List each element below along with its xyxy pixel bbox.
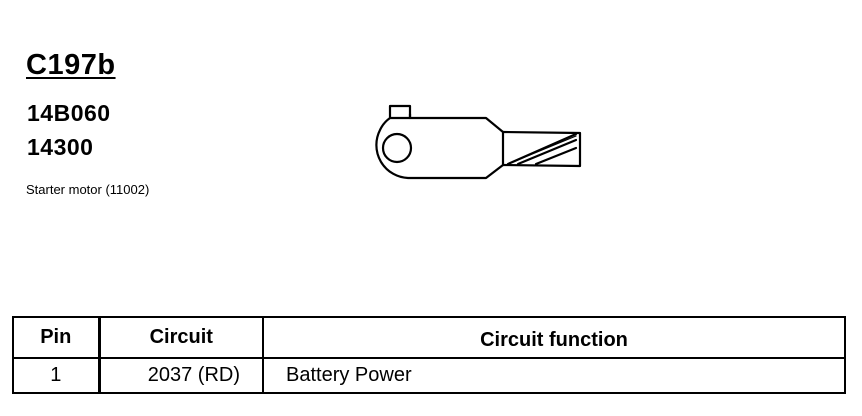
- connector-description: Starter motor (11002): [26, 182, 150, 197]
- table-header-row: Pin Circuit Circuit function: [12, 317, 846, 359]
- table-row: 1 2037 (RD) Battery Power: [12, 358, 846, 393]
- connector-id: C197b: [26, 49, 116, 81]
- cell-circuit: 2037 (RD): [98, 358, 264, 393]
- ring-terminal-icon: [375, 104, 582, 180]
- part-number-2: 14300: [27, 134, 94, 160]
- column-header-pin: Pin: [12, 317, 101, 359]
- column-header-circuit: Circuit: [98, 317, 264, 359]
- cell-circuit-function: Battery Power: [262, 358, 846, 393]
- column-header-circuit-function: Circuit function: [262, 317, 846, 359]
- part-number-1: 14B060: [27, 100, 111, 126]
- cell-pin: 1: [12, 358, 101, 393]
- pinout-table: Pin Circuit Circuit function 1 2037 (RD)…: [12, 316, 846, 394]
